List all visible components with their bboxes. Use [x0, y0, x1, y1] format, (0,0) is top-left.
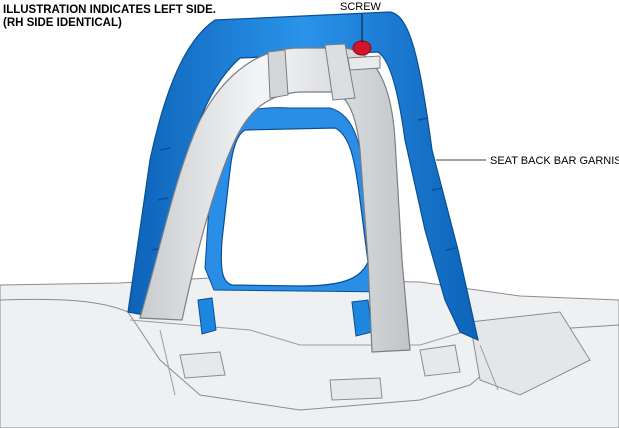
garnish-label: SEAT BACK BAR GARNISH: [490, 155, 619, 167]
seat-back-bar-garnish: [127, 11, 479, 342]
screw-label: SCREW: [340, 1, 381, 13]
side-note-line-1: ILLUSTRATION INDICATES LEFT SIDE.: [3, 4, 216, 16]
side-note: ILLUSTRATION INDICATES LEFT SIDE. (RH SI…: [3, 4, 216, 30]
screw: [352, 40, 372, 56]
seat-back-bar: [139, 43, 411, 353]
side-note-line-2: (RH SIDE IDENTICAL): [3, 17, 122, 29]
body-panel: [0, 277, 619, 428]
